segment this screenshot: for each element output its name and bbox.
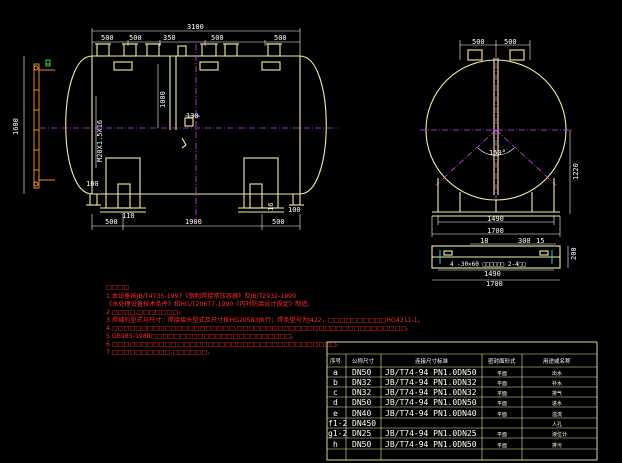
table-cell: d	[333, 398, 338, 407]
side-dim-top-2: 500	[504, 38, 517, 46]
dim-top-4: 500	[274, 34, 287, 42]
table-cell: DN50	[352, 398, 371, 407]
table-cell: a	[333, 368, 338, 377]
table-cell: 平面	[497, 443, 507, 449]
table-cell: DN40	[352, 409, 371, 418]
dim-top-2: 500	[129, 34, 142, 42]
table-cell: e	[333, 409, 338, 418]
table-cell: 补水	[552, 380, 562, 387]
dim-top-3: 500	[211, 34, 224, 42]
technical-notes: □□□□ 1.本设备按JB/T4735-1997《钢制焊接常压容器》及JB/T2…	[106, 284, 424, 356]
note-line-8: 7.□□□□□□□□□□,□□□□□□。	[106, 349, 214, 356]
table-header-no: 序号	[330, 357, 342, 365]
note-line-4: 3.焊缝的型式与尺寸：焊接接头型式及尺寸按HG20583执行；焊条型号为J422…	[106, 316, 424, 324]
table-cell: 平面	[497, 371, 507, 377]
plan-dim-200: 200	[570, 247, 578, 260]
table-cell: 平面	[497, 401, 507, 407]
dim-top-1: 500	[101, 34, 114, 42]
dim-100-left: 100	[86, 180, 99, 188]
dim-bottom-2: 1900	[185, 218, 202, 226]
side-view: 500 500 150° 1220 1490 1700	[420, 38, 580, 237]
table-cell: JB/T74-94 PN1.0DN40	[385, 409, 477, 418]
plan-dim-18: 18	[480, 237, 488, 245]
table-cell: g1-2	[328, 429, 347, 438]
dim-130: 130	[186, 112, 199, 120]
table-cell: DN25	[352, 429, 371, 438]
table-cell: 溢流	[552, 411, 562, 418]
table-cell: JB/T74-94 PN1.0DN50	[385, 440, 477, 449]
table-header-purpose: 用途或名称	[543, 357, 571, 365]
table-cell: JB/T74-94 PN1.0DN25	[385, 429, 477, 438]
table-cell: JB/T74-94 PN1.0DN50	[385, 398, 477, 407]
table-cell: DN32	[352, 388, 371, 397]
side-dim-1220: 1220	[572, 163, 580, 180]
table-cell: JB/T74-94 PN1.0DN32	[385, 388, 477, 397]
level-gauge	[33, 63, 40, 189]
table-cell: 排污	[552, 442, 562, 449]
nozzle-table: 序号 公称尺寸 连接尺寸标准 密封面形式 用途或名称 a DN50 JB/T74…	[326, 341, 598, 461]
notes-title: □□□□	[106, 284, 130, 291]
dim-100-right: 100	[288, 206, 301, 214]
table-cell: f1-2	[328, 419, 347, 428]
plan-dim-15: 15	[536, 237, 544, 245]
saddle-angle: 150°	[489, 149, 506, 157]
dim-total-length: 3100	[187, 23, 204, 31]
table-cell: DN50	[352, 440, 371, 449]
note-line-6: 5.GB985-1988□□□□□□□□□□□□□□□□□□□□□□□□。	[106, 333, 297, 340]
dim-bottom-3: 500	[272, 218, 285, 226]
plan-slot-label: 4 -30×60 □□□□□□ 2-4□□	[450, 261, 526, 268]
saddle-plan: 18 300 15 4 -30×60 □□□□□□ 2-4□□ 200 1490…	[431, 237, 578, 288]
note-line-2: 《水处理设备技术条件》和HG/T20677-1990《内衬防腐设计规定》制造。	[106, 300, 314, 308]
table-cell: 人孔	[552, 421, 562, 428]
table-header-standard: 连接尺寸标准	[415, 357, 449, 365]
saddle-right	[238, 157, 284, 213]
table-cell: c	[333, 388, 338, 397]
table-cell: 出水	[552, 370, 562, 377]
table-cell: b	[333, 378, 338, 387]
table-cell: 平面	[497, 381, 507, 387]
plan-dim-1700: 1700	[486, 280, 503, 288]
table-header-seal: 密封面形式	[488, 357, 516, 365]
saddle-left	[100, 157, 146, 213]
note-line-7: 6.□□□□□□□□□□□,□□□□□□□□□□□□□□□□□□□□□□□□□□…	[106, 341, 342, 348]
dim-350: 350	[163, 34, 176, 42]
dim-m20: M20X1.5X16	[96, 120, 104, 162]
table-cell: DN50	[352, 368, 371, 377]
dim-16: 16	[267, 203, 275, 211]
table-cell: 平面	[497, 432, 507, 438]
dim-bottom-1: 500	[105, 218, 118, 226]
table-header-size: 公称尺寸	[352, 357, 375, 365]
table-cell: 液位计	[552, 431, 567, 438]
table-cell: 平面	[497, 412, 507, 418]
table-cell: 排气	[552, 390, 562, 397]
side-dim-top-1: 500	[472, 38, 485, 46]
note-line-3: 2.□□□□,□□□□□□□。	[106, 309, 184, 316]
table-cell: JB/T74-94 PN1.0DN50	[385, 368, 477, 377]
front-view: 500 500 3100 500 500 350 1000	[12, 23, 338, 230]
table-cell: h	[333, 440, 338, 449]
plan-dim-300: 300	[518, 237, 531, 245]
table-cell: JB/T74-94 PN1.0DN32	[385, 378, 477, 387]
note-line-5: 4.□□□□□□□□□□□□□□□□□□□□□,□□□□□□□□□□□□□□□□…	[106, 325, 412, 332]
table-cell: DN450	[352, 419, 376, 428]
side-dim-1700: 1700	[487, 227, 504, 235]
dim-110: 110	[122, 212, 135, 220]
note-line-1: 1.本设备按JB/T4735-1997《钢制焊接常压容器》及JB/T2932-1…	[106, 292, 296, 300]
dim-1000: 1000	[159, 91, 167, 108]
table-cell: DN32	[352, 378, 371, 387]
dim-1600: 1600	[12, 118, 20, 135]
table-cell: 进水	[552, 400, 562, 407]
side-dim-1490: 1490	[487, 215, 504, 223]
plan-dim-1490: 1490	[484, 270, 501, 278]
table-cell: 平面	[497, 391, 507, 397]
